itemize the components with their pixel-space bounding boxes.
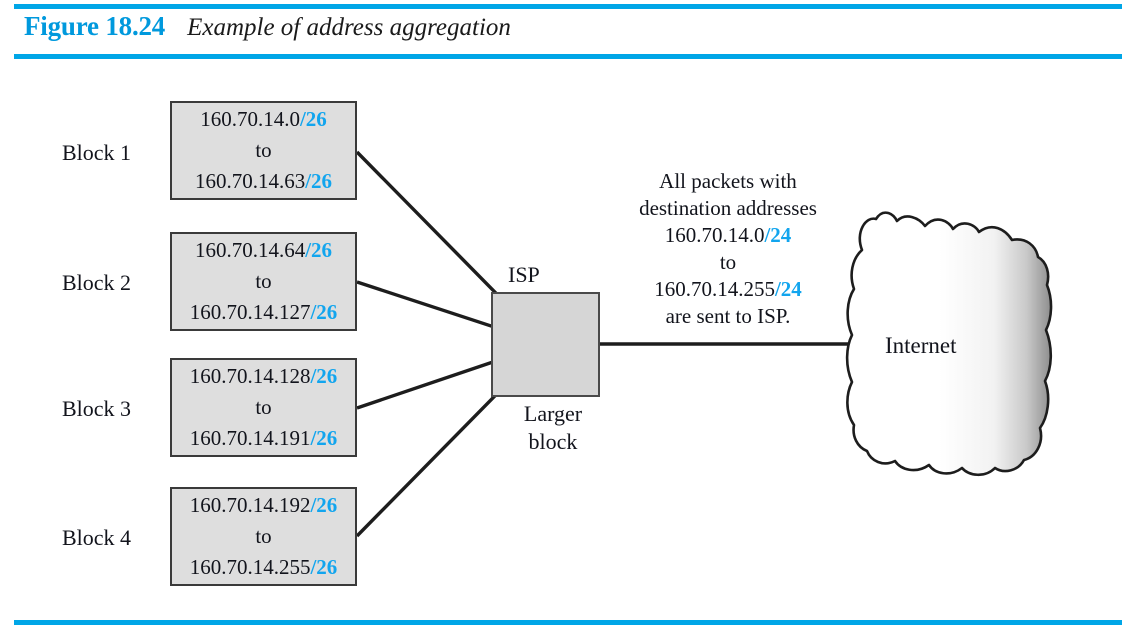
block-2-start-prefix: /26 <box>305 238 333 262</box>
annotation-line-4: to <box>719 250 737 274</box>
annotation-end-prefix: /24 <box>774 277 802 301</box>
address-block-4: 160.70.14.192/26 to 160.70.14.255/26 <box>170 487 357 586</box>
isp-box <box>491 292 600 397</box>
annotation-line-2: destination addresses <box>639 196 817 220</box>
block-3-end: 160.70.14.191/26 <box>189 426 338 450</box>
block-2-end-prefix: /26 <box>310 300 338 324</box>
figure-caption: Figure 18.24 Example of address aggregati… <box>24 11 511 41</box>
accent-rule-under-title <box>14 54 1122 59</box>
block-1-separator: to <box>255 138 272 162</box>
figure-number: Figure 18.24 <box>24 11 166 41</box>
block-1-start-prefix: /26 <box>299 107 327 131</box>
annotation-line-1: All packets with <box>659 169 797 193</box>
internet-label: Internet <box>885 333 957 358</box>
block-4-start-prefix: /26 <box>310 493 338 517</box>
larger-block-line-1: Larger <box>523 401 583 426</box>
annotation-line-6: are sent to ISP. <box>665 304 791 328</box>
block-label-4: Block 4 <box>62 525 132 550</box>
annotation-start-prefix: /24 <box>764 223 792 247</box>
address-block-1: 160.70.14.0/26 to 160.70.14.63/26 <box>170 101 357 200</box>
block-4-end: 160.70.14.255/26 <box>189 555 338 579</box>
block-2-end: 160.70.14.127/26 <box>189 300 338 324</box>
address-block-3: 160.70.14.128/26 to 160.70.14.191/26 <box>170 358 357 457</box>
block-1-end-prefix: /26 <box>305 169 333 193</box>
block-3-start-prefix: /26 <box>310 364 338 388</box>
annotation-line-5: 160.70.14.255/24 <box>654 277 802 301</box>
address-block-2: 160.70.14.64/26 to 160.70.14.127/26 <box>170 232 357 331</box>
block-label-2: Block 2 <box>62 270 132 295</box>
block-4-end-prefix: /26 <box>310 555 338 579</box>
block-3-start: 160.70.14.128/26 <box>189 364 338 388</box>
page-title: Example of address aggregation <box>187 14 511 41</box>
block-2-separator: to <box>255 269 272 293</box>
block-1-start: 160.70.14.0/26 <box>200 107 327 131</box>
block-3-separator: to <box>255 395 272 419</box>
block-4-separator: to <box>255 524 272 548</box>
block-3-end-prefix: /26 <box>310 426 338 450</box>
accent-rule-top <box>14 4 1122 9</box>
block-4-start: 160.70.14.192/26 <box>189 493 338 517</box>
block-1-end: 160.70.14.63/26 <box>194 169 333 193</box>
larger-block-caption: Larger block <box>508 400 598 456</box>
block-2-start: 160.70.14.64/26 <box>194 238 333 262</box>
larger-block-line-2: block <box>528 429 578 454</box>
accent-rule-bottom <box>14 620 1122 625</box>
isp-annotation: All packets with destination addresses 1… <box>600 168 856 330</box>
block-label-1: Block 1 <box>62 140 132 165</box>
block-label-3: Block 3 <box>62 396 132 421</box>
isp-label: ISP <box>508 262 540 287</box>
annotation-line-3: 160.70.14.0/24 <box>664 223 792 247</box>
